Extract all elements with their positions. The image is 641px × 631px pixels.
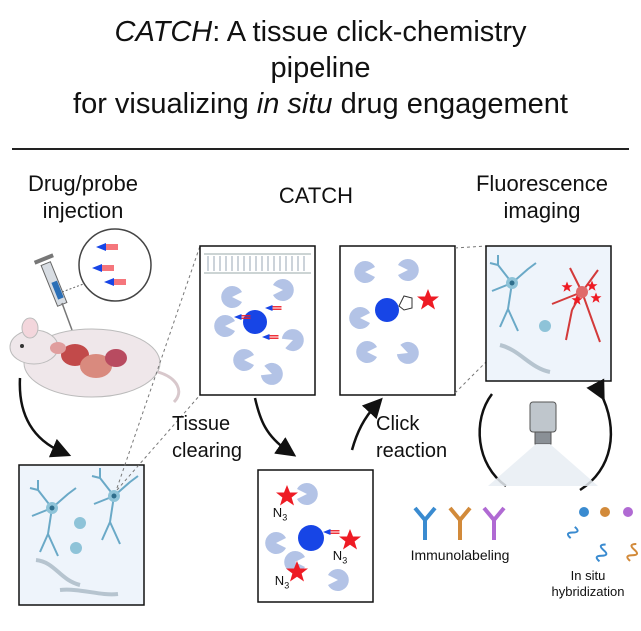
- title-line-3: for visualizing in situ drug engagement: [0, 86, 641, 122]
- label-catch: CATCH: [278, 183, 354, 208]
- title-line-3-post: drug engagement: [332, 88, 568, 120]
- title-divider: [12, 148, 629, 150]
- probe-magnifier: [61, 228, 152, 302]
- click-product-panel: [339, 245, 456, 396]
- label-clearing-line-2: clearing: [172, 440, 243, 462]
- title-in-situ: in situ: [256, 88, 333, 120]
- label-tissue-clearing: Tissue clearing: [172, 411, 264, 465]
- label-imaging-line-2: imaging: [503, 198, 581, 223]
- azide-n-2: N: [332, 548, 343, 563]
- azide-label-2: N3: [330, 548, 350, 569]
- microscope-icon: [478, 378, 613, 492]
- label-imaging-line-1: Fluorescence: [475, 171, 609, 196]
- fluorescence-image-panel: [485, 245, 612, 382]
- label-injection-line-2: injection: [42, 198, 124, 223]
- label-clearing-line-1: Tissue: [172, 413, 231, 435]
- azide-sub-3: 3: [284, 580, 290, 591]
- title-catch: CATCH: [114, 16, 213, 48]
- label-in-situ-hybridization: In situ hybridization: [538, 568, 638, 600]
- label-click-reaction: Click reaction: [376, 411, 468, 465]
- antibody-icon: [413, 506, 506, 540]
- syringe-icon: [33, 253, 73, 331]
- figure-title: CATCH: A tissue click-chemistry pipeline…: [0, 14, 641, 122]
- label-click-line-1: Click: [376, 413, 420, 435]
- title-line-2: pipeline: [270, 52, 371, 84]
- label-injection: Drug/probe injection: [10, 170, 156, 224]
- title-line-3-pre: for visualizing: [73, 88, 257, 120]
- title-line-1-rest: : A tissue click-chemistry: [212, 16, 527, 48]
- label-click-line-2: reaction: [376, 440, 448, 462]
- mouse-icon: [9, 317, 181, 404]
- label-ish-line-2: hybridization: [551, 584, 625, 599]
- label-injection-line-1: Drug/probe: [27, 171, 139, 196]
- rna-probe-icon: [566, 507, 638, 563]
- azide-n-3: N: [274, 573, 285, 588]
- probe-binding-panel: [199, 245, 316, 396]
- title-line-1: CATCH: A tissue click-chemistry: [0, 14, 641, 50]
- azide-label-3: N3: [272, 573, 292, 594]
- azide-sub-1: 3: [282, 512, 288, 523]
- azide-sub-2: 3: [342, 555, 348, 566]
- label-ish-line-1: In situ: [570, 568, 606, 583]
- label-imaging: Fluorescence imaging: [452, 170, 632, 224]
- azide-label-1: N3: [270, 505, 290, 526]
- brain-tissue-panel: [18, 464, 145, 606]
- label-immunolabeling: Immunolabeling: [410, 547, 510, 563]
- cleared-tissue-panel: [257, 469, 374, 603]
- azide-n-1: N: [272, 505, 283, 520]
